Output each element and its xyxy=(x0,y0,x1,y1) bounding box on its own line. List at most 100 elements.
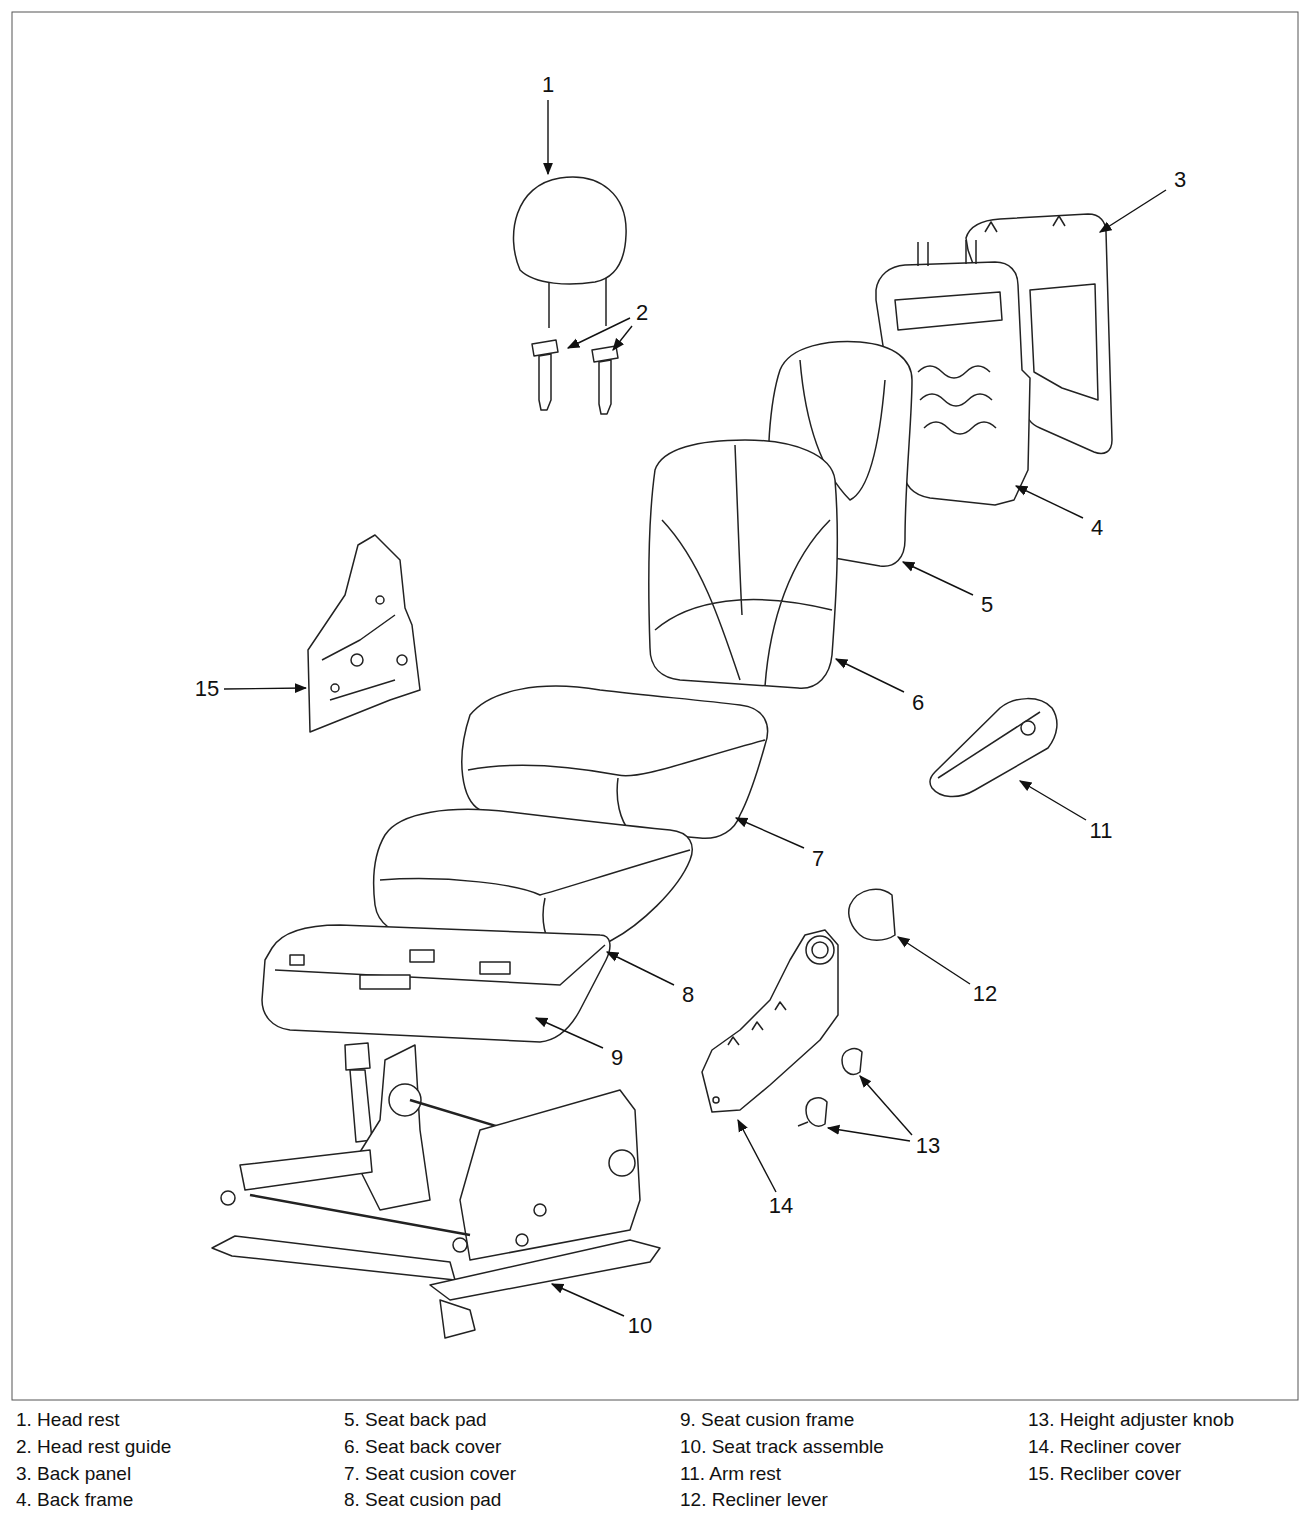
seat-track-assembly xyxy=(355,1045,430,1210)
callout-number: 1 xyxy=(542,73,554,97)
figure-frame xyxy=(12,12,1298,1400)
recliner-cover xyxy=(351,654,363,666)
parts-list-item: 9. Seat cusion frame xyxy=(680,1410,854,1431)
leader-arrow xyxy=(613,326,632,350)
parts-list-item: 12. Recliner lever xyxy=(680,1490,828,1511)
parts-list-item: 14. Recliner cover xyxy=(1028,1437,1181,1458)
leader-arrow xyxy=(903,562,973,595)
leader-arrow xyxy=(1020,781,1086,820)
seat-back-cover xyxy=(655,445,832,686)
head-rest xyxy=(513,177,626,328)
leader-arrow xyxy=(607,952,674,985)
recliner-cover xyxy=(702,930,838,1112)
seat-track-assembly xyxy=(212,1236,455,1280)
arm-rest xyxy=(1021,721,1035,735)
leader-arrow xyxy=(536,1018,603,1048)
back-panel xyxy=(1030,284,1098,400)
seat-cushion-frame xyxy=(275,945,605,985)
recliner-cover xyxy=(812,942,828,958)
callout-number: 4 xyxy=(1091,516,1103,540)
recliner-cover xyxy=(713,1097,719,1103)
leader-arrow xyxy=(547,100,548,174)
parts-list-item: 11. Arm rest xyxy=(680,1464,781,1485)
head-rest-guide xyxy=(539,354,551,410)
seat-track-assembly xyxy=(240,1150,372,1190)
head-rest-guide xyxy=(532,340,618,414)
seat-track-assembly xyxy=(345,1043,370,1070)
seat-cushion-frame xyxy=(410,950,434,962)
parts-list-item: 15. Recliber cover xyxy=(1028,1464,1181,1485)
seat-track-assembly xyxy=(534,1204,546,1216)
leader-arrow xyxy=(568,318,630,348)
parts-list-item: 1. Head rest xyxy=(16,1410,120,1431)
recliner-cover xyxy=(308,535,420,732)
seat-track-assembly xyxy=(221,1191,235,1205)
leader-arrow xyxy=(1016,486,1083,518)
recliner-cover xyxy=(806,936,834,964)
callout-number: 12 xyxy=(973,982,997,1006)
back-frame xyxy=(918,366,996,434)
seat-back-cover xyxy=(649,440,837,688)
seat-track-assembly xyxy=(389,1084,421,1116)
head-rest-guide xyxy=(532,340,558,356)
back-frame xyxy=(918,240,976,266)
height-adjuster-knob xyxy=(806,1098,827,1126)
recliner-lever xyxy=(849,889,895,940)
arm-rest xyxy=(930,699,1057,797)
callout-number: 13 xyxy=(916,1134,940,1158)
leader-arrow xyxy=(828,1128,910,1141)
callout-number: 10 xyxy=(628,1314,652,1338)
parts-list-item: 7. Seat cusion cover xyxy=(344,1464,516,1485)
leader-arrow xyxy=(1100,190,1166,232)
parts-list-item: 2. Head rest guide xyxy=(16,1437,171,1458)
seat-track-assembly xyxy=(609,1150,635,1176)
leader-arrow xyxy=(860,1076,912,1135)
recliner-lever xyxy=(849,889,895,940)
leader-arrow xyxy=(738,1120,776,1192)
callout-number: 2 xyxy=(636,301,648,325)
head-rest xyxy=(605,275,607,326)
callout-number: 14 xyxy=(769,1194,793,1218)
leader-arrow xyxy=(224,688,306,689)
callout-number: 6 xyxy=(912,691,924,715)
head-rest xyxy=(513,177,626,284)
seat-cushion-frame xyxy=(262,925,610,1042)
leader-arrow xyxy=(736,818,804,848)
parts-list-item: 5. Seat back pad xyxy=(344,1410,487,1431)
height-adjuster-knob xyxy=(798,1049,862,1126)
seat-back-cover xyxy=(649,440,837,688)
seat-track-assembly xyxy=(460,1090,640,1260)
leader-arrow xyxy=(836,659,904,692)
recliner-cover xyxy=(308,535,420,732)
parts-list-item: 13. Height adjuster knob xyxy=(1028,1410,1234,1431)
height-adjuster-knob xyxy=(842,1049,862,1075)
seat-track-assembly xyxy=(453,1238,467,1252)
callout-number: 5 xyxy=(981,593,993,617)
back-panel xyxy=(985,216,1065,232)
height-adjuster-knob xyxy=(798,1122,808,1126)
parts-list-item: 6. Seat back cover xyxy=(344,1437,501,1458)
arm-rest xyxy=(938,712,1040,778)
seat-cushion-frame xyxy=(262,925,610,1042)
recliner-cover xyxy=(728,1002,786,1045)
parts-list-item: 4. Back frame xyxy=(16,1490,133,1511)
callout-number: 9 xyxy=(611,1046,623,1070)
seat-illustration xyxy=(212,177,1112,1338)
parts-list-item: 10. Seat track assemble xyxy=(680,1437,884,1458)
seat-track-assembly xyxy=(440,1300,475,1338)
callout-number: 8 xyxy=(682,983,694,1007)
callout-number: 11 xyxy=(1090,819,1113,843)
seat-track-assembly xyxy=(350,1070,372,1142)
recliner-cover xyxy=(322,615,395,700)
recliner-cover xyxy=(397,655,407,665)
callout-number: 15 xyxy=(195,677,219,701)
arm-rest xyxy=(930,699,1057,797)
seat-cushion-frame xyxy=(360,975,410,989)
callout-number: 7 xyxy=(812,847,824,871)
parts-list-item: 8. Seat cusion pad xyxy=(344,1490,501,1511)
recliner-cover xyxy=(702,930,838,1112)
back-frame xyxy=(895,292,1002,330)
seat-cushion-frame xyxy=(290,955,304,965)
